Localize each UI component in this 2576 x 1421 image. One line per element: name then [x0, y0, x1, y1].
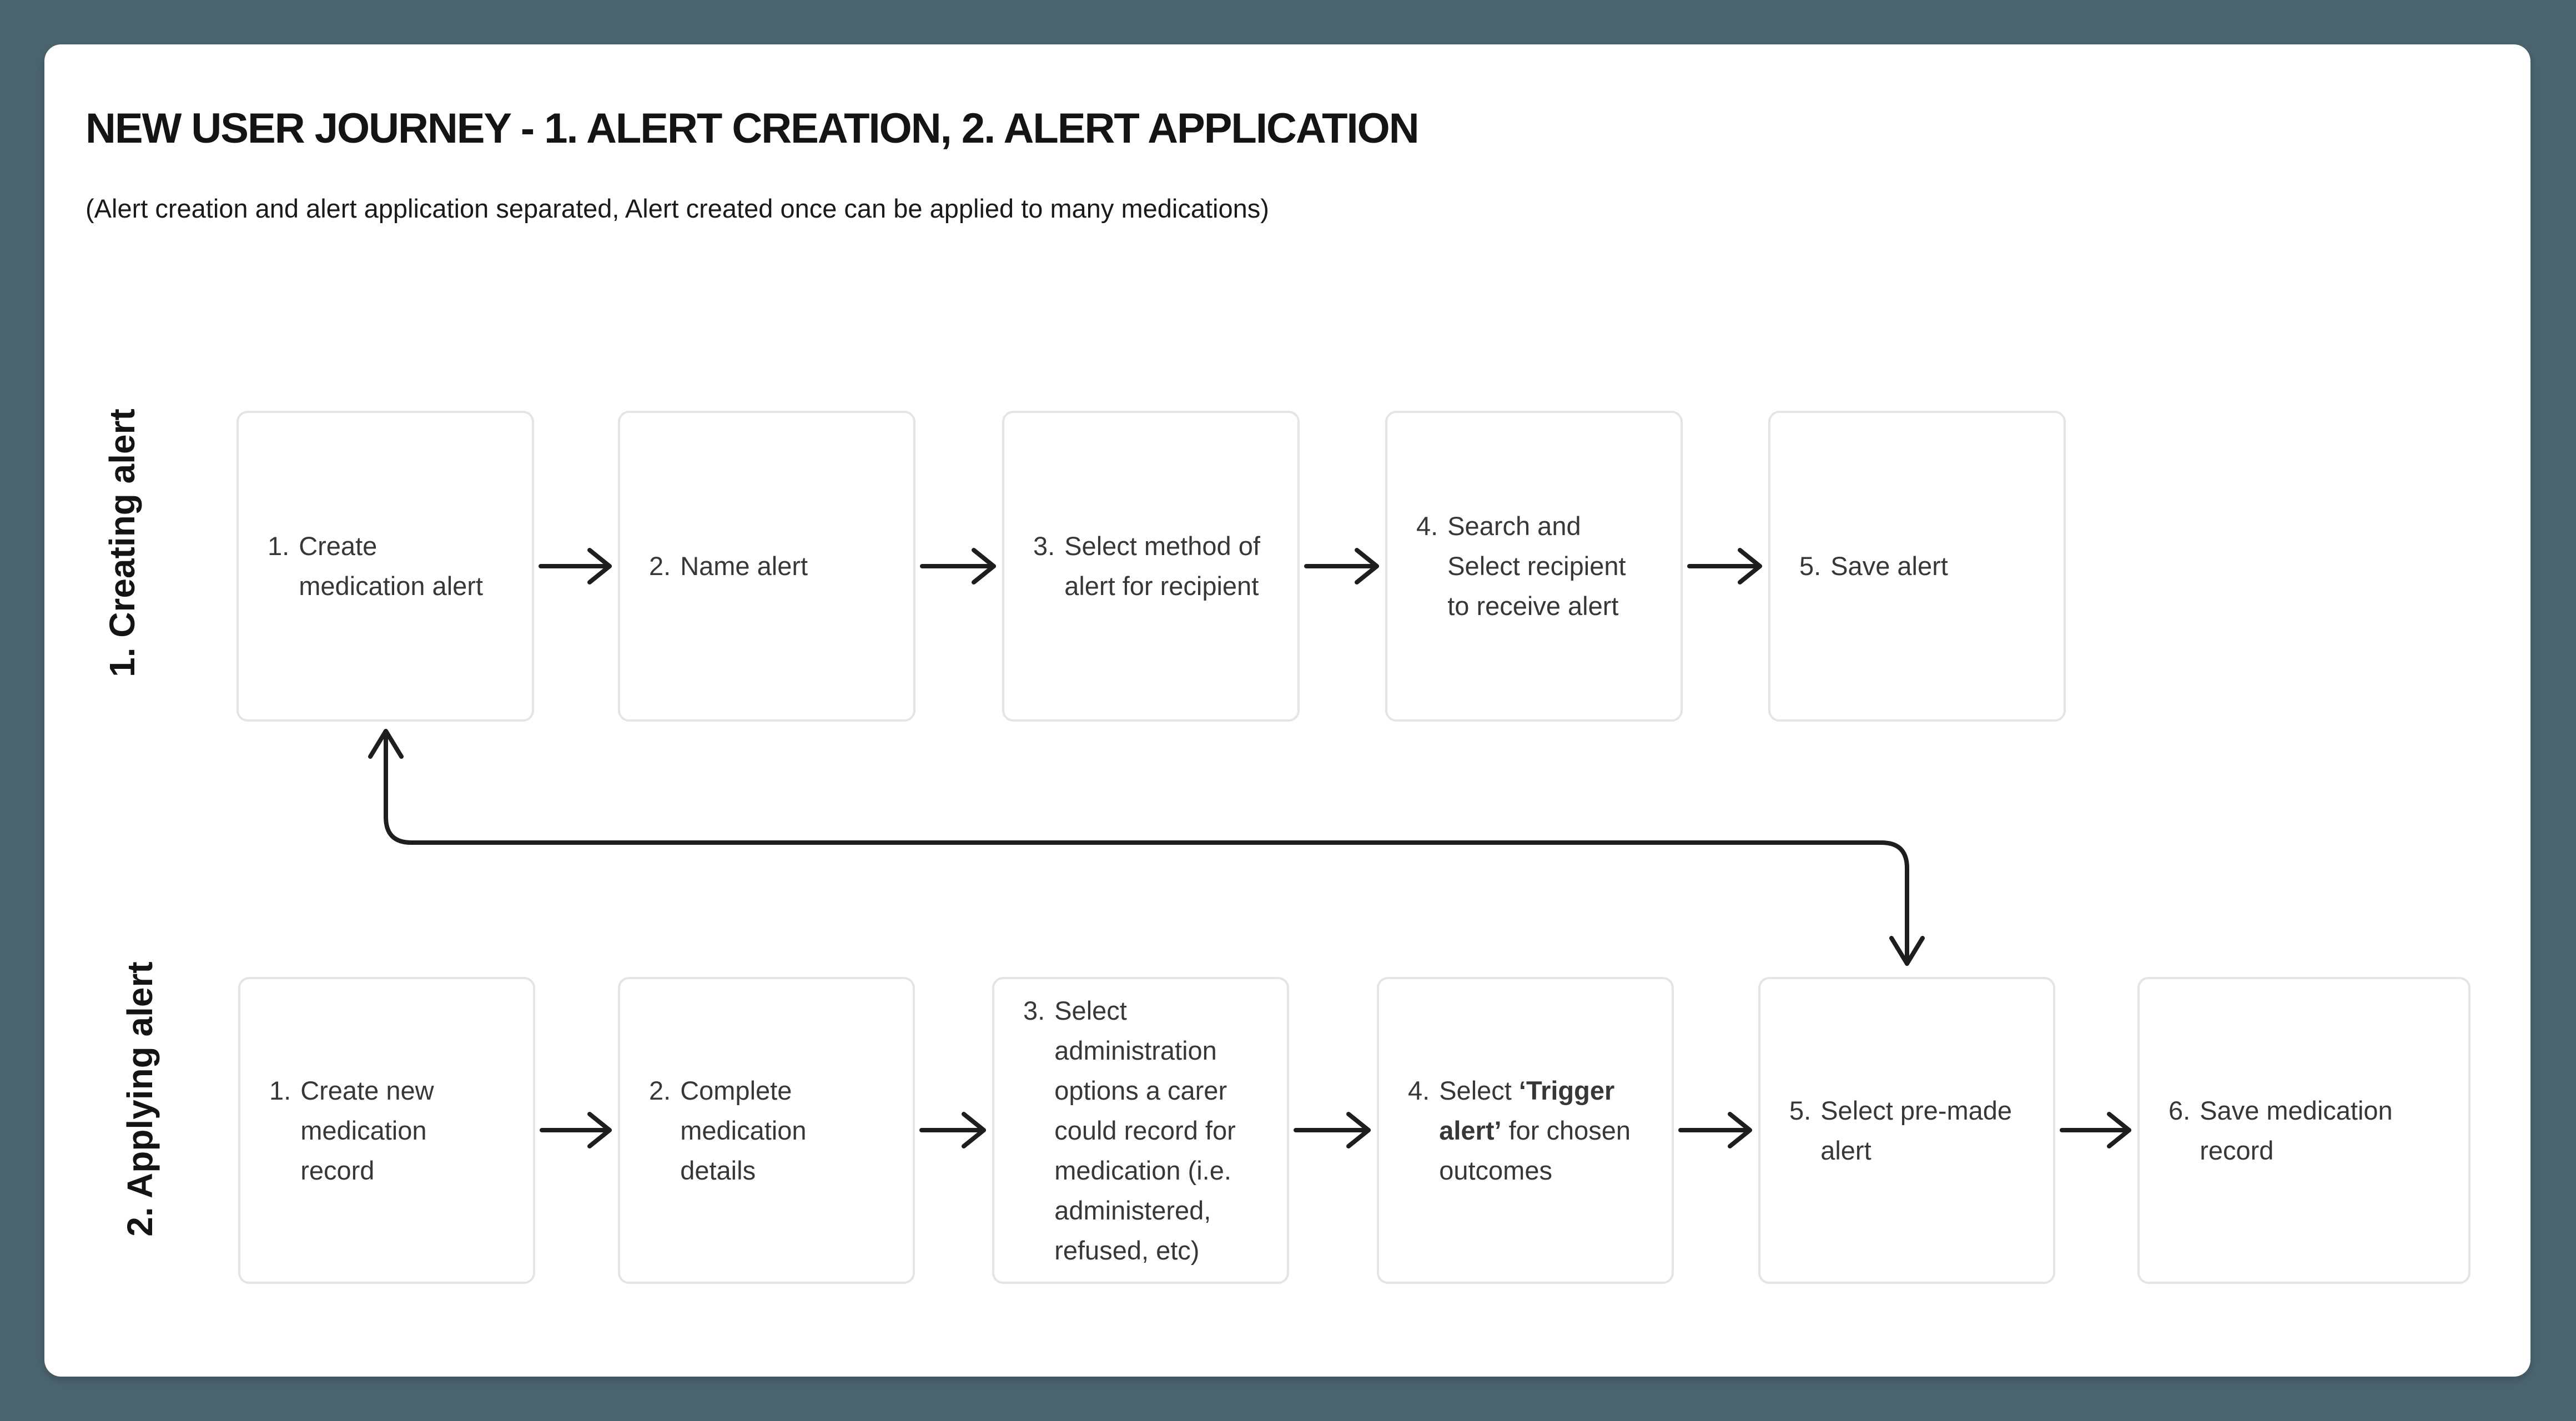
- flow-box-r1-5: 5. Save alert: [1768, 411, 2066, 722]
- step-text: Save medication record: [2200, 1095, 2393, 1165]
- flow-box-r1-2: 2. Name alert: [618, 411, 915, 722]
- step-number: 4.: [1408, 1075, 1430, 1105]
- step-number: 2.: [649, 551, 671, 581]
- step-number: 4.: [1416, 511, 1438, 541]
- step-number: 3.: [1023, 995, 1045, 1025]
- row-label-creating-alert: 1. Creating alert: [102, 409, 142, 677]
- step-number: 5.: [1799, 551, 1822, 581]
- step-number: 1.: [268, 531, 290, 561]
- flow-box-r2-3: 3. Select administration options a carer …: [992, 977, 1289, 1284]
- step-number: 6.: [2169, 1095, 2191, 1125]
- flow-box-r1-3: 3. Select method of alert for recipient: [1002, 411, 1300, 722]
- step-number: 3.: [1033, 531, 1055, 561]
- page-title: NEW USER JOURNEY - 1. ALERT CREATION, 2.…: [85, 105, 1420, 152]
- step-number: 2.: [649, 1075, 671, 1105]
- step-number: 1.: [269, 1075, 291, 1105]
- step-text: Create medication alert: [299, 531, 483, 601]
- step-text: Search and Select recipient to receive a…: [1447, 511, 1626, 621]
- step-text: Select ‘Trigger alert’ for chosen outcom…: [1439, 1075, 1631, 1185]
- row-label-applying-alert: 2. Applying alert: [120, 961, 160, 1237]
- flow-box-r2-6: 6. Save medication record: [2137, 977, 2471, 1284]
- page-subtitle: (Alert creation and alert application se…: [85, 194, 1269, 223]
- step-number: 5.: [1789, 1095, 1812, 1125]
- flow-box-r2-2: 2. Complete medication details: [618, 977, 915, 1284]
- flow-box-r1-4: 4. Search and Select recipient to receive…: [1385, 411, 1683, 722]
- step-text: Select administration options a carer co…: [1054, 995, 1236, 1265]
- step-text: Select method of alert for recipient: [1064, 531, 1260, 601]
- flow-box-r2-5: 5. Select pre-made alert: [1758, 977, 2055, 1284]
- flow-box-r1-1: 1. Create medication alert: [237, 411, 534, 722]
- step-text: Name alert: [680, 551, 808, 581]
- flow-box-r2-1: 1. Create new medication record: [238, 977, 535, 1284]
- flow-box-r2-4: 4. Select ‘Trigger alert’ for chosen outc…: [1377, 977, 1674, 1284]
- step-text: Create new medication record: [300, 1075, 434, 1185]
- step-text: Select pre-made alert: [1820, 1095, 2012, 1165]
- step-text: Complete medication details: [680, 1075, 807, 1185]
- step-text: Save alert: [1830, 551, 1948, 581]
